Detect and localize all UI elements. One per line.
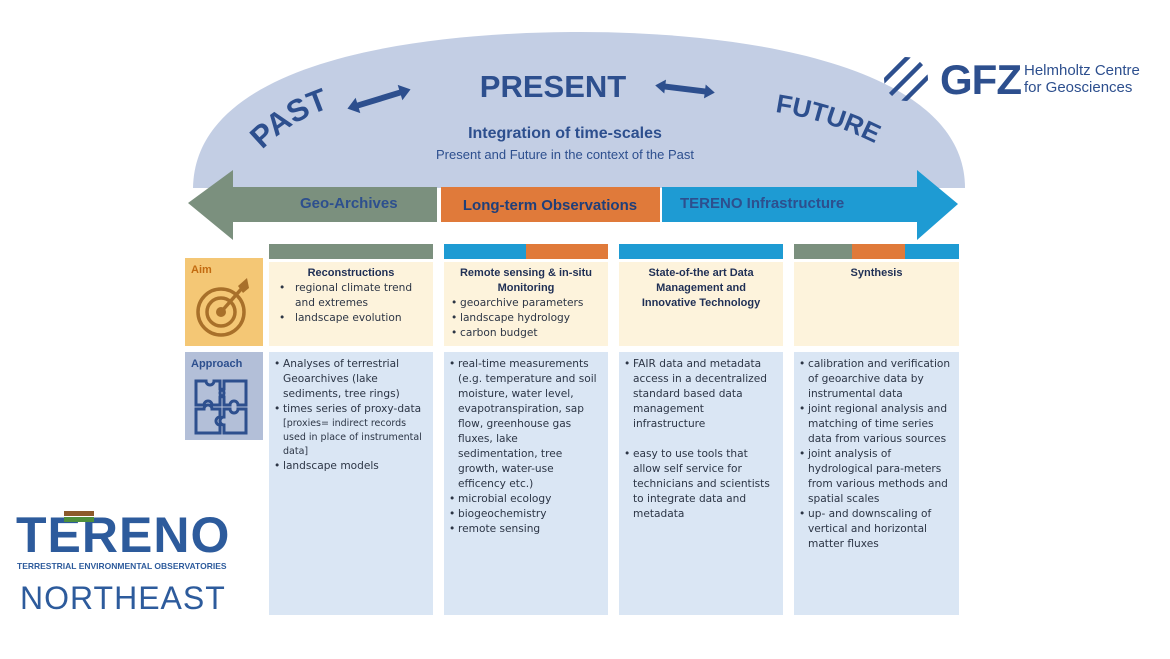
column-color-bar [905,244,959,259]
column-color-bar [852,244,905,259]
list-item: microbial ecology [448,492,600,507]
aim-tile: Aim [185,258,263,346]
proxy-note: [proxies= indirect records used in place… [283,418,422,457]
integration-subtitle: Present and Future in the context of the… [436,147,694,162]
long-term-observations-band [441,187,660,222]
approach-cell-monitoring: real-time measurements (e.g. temperature… [444,352,608,615]
aim-cell-monitoring: Remote sensing & in-situ Monitoring geoa… [444,262,608,346]
column-color-bar [619,244,783,259]
long-term-observations-label: Long-term Observations [462,197,638,214]
list-item: carbon budget [450,326,608,341]
aim-cell-reconstructions: Reconstructions regional climate trend a… [269,262,433,346]
list-item: landscape models [273,459,427,474]
double-arrow-icon [347,84,411,114]
gfz-logo-icon [884,57,928,101]
geo-archives-label: Geo-Archives [300,195,398,212]
list-item: up- and downscaling of vertical and hori… [798,507,953,552]
aim-cell-title: State-of-the art Data Management and Inn… [641,267,761,309]
aim-cell-synthesis: Synthesis [794,262,959,346]
aim-label: Aim [191,264,212,276]
gfz-subtitle-line: Helmholtz Centre [1024,62,1140,79]
logo-bar [64,517,94,522]
tereno-region-label: NORTHEAST [20,580,226,616]
approach-label: Approach [191,358,243,370]
gfz-logo-subtitle: Helmholtz Centre for Geosciences [1024,62,1140,96]
column-color-bar [794,244,852,259]
column-color-bar [526,244,608,259]
list-item: times series of proxy-data [273,402,427,417]
list-item: remote sensing [448,522,600,537]
list-item: calibration and verification of geoarchi… [798,357,953,402]
timescale-diagram: PAST PRESENT FUTURE [188,32,965,240]
geo-archives-arrow [188,170,437,240]
aim-cell-title: Remote sensing & in-situ Monitoring [459,267,593,294]
list-item: joint regional analysis and matching of … [798,402,953,447]
puzzle-icon [194,379,248,435]
double-arrow-icon [655,79,715,99]
approach-tile: Approach [185,352,263,440]
tereno-logo-subtitle: TERRESTRIAL ENVIRONMENTAL OBSERVATORIES [17,561,227,571]
list-item: landscape hydrology [450,311,608,326]
list-item: joint analysis of hydrological para-mete… [798,447,953,507]
tereno-infrastructure-label: TERENO Infrastructure [680,195,845,212]
list-item: regional climate trend and extremes [271,281,429,311]
column-color-bar [269,244,433,259]
list-item: biogeochemistry [448,507,600,522]
approach-cell-synthesis: calibration and verification of geoarchi… [794,352,959,615]
tereno-infrastructure-arrow [662,170,958,240]
integration-title: Integration of time-scales [468,125,662,142]
aim-cell-data-management: State-of-the art Data Management and Inn… [619,262,783,346]
timescale-dome [193,32,965,188]
gfz-subtitle-line: for Geosciences [1024,79,1133,96]
column-color-bar [444,244,526,259]
target-icon [196,278,249,337]
tereno-logo-bars [64,511,94,522]
aim-cell-title: Synthesis [850,267,903,279]
tereno-logo-text: TERENO [16,507,231,563]
list-item: geoarchive parameters [450,296,608,311]
list-item: FAIR data and metadata access in a decen… [623,357,777,432]
logo-bar [64,511,94,516]
aim-cell-title: Reconstructions [307,267,395,279]
approach-cell-data-management: FAIR data and metadata access in a decen… [619,352,783,615]
present-label: PRESENT [480,69,626,104]
gfz-logo-text: GFZ [940,56,1022,103]
list-item: landscape evolution [271,311,429,326]
list-item: Analyses of terrestrial Geoarchives (lak… [273,357,427,402]
approach-cell-reconstructions: Analyses of terrestrial Geoarchives (lak… [269,352,433,615]
list-item: real-time measurements (e.g. temperature… [448,357,600,492]
list-item: easy to use tools that allow self servic… [623,447,777,522]
